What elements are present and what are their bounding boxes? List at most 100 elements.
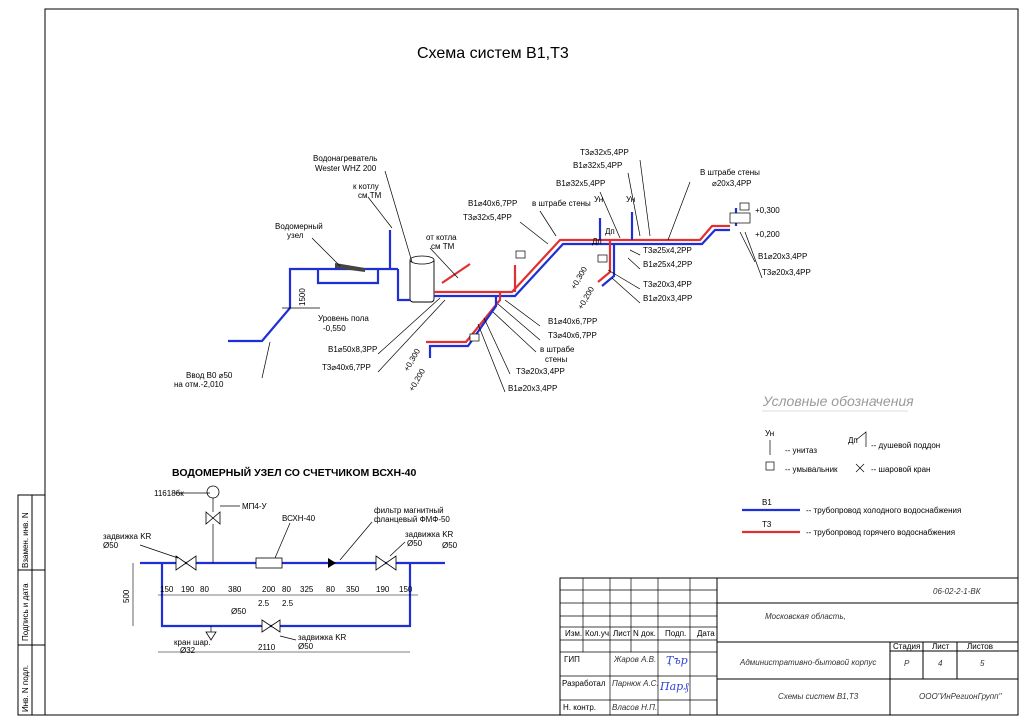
pressure-gauge-symbol xyxy=(206,485,220,499)
cold-to-heater-pipe xyxy=(396,269,410,302)
sink-fixture-4 xyxy=(469,333,480,342)
label-t3-32b: Т3⌀32х5,4РР xyxy=(580,148,629,157)
label-d20: ⌀20х3,4РР xyxy=(712,179,752,188)
cold-riser-shower xyxy=(601,244,616,287)
leader-t3-40b xyxy=(497,303,541,341)
legend-sink-symbol xyxy=(765,461,775,471)
hot-riser-shower xyxy=(597,240,612,283)
legend-valve: -- шаровой кран xyxy=(871,465,930,474)
label-mark-0300a: +0,300 xyxy=(755,206,780,215)
leader-t3-40a xyxy=(377,299,446,373)
label-in-groove: в штрабе xyxy=(540,345,575,354)
label-d50-bottom: Ø50 xyxy=(231,607,247,616)
leader-b1-32b xyxy=(627,172,641,237)
dim-8: 80 xyxy=(326,585,335,594)
label-from-boiler: от котла xyxy=(426,233,457,242)
label-walls: стены xyxy=(545,355,567,364)
label-t3-32a: Т3⌀32х5,4РР xyxy=(463,213,512,222)
leader-b1-50 xyxy=(377,297,441,355)
dim-9: 350 xyxy=(346,585,360,594)
dim-3: 80 xyxy=(200,585,209,594)
dim-10: 190 xyxy=(376,585,390,594)
legend-cold: -- трубопровод холодного водоснабжения xyxy=(806,506,961,515)
legend-toilet: -- унитаз xyxy=(785,446,817,455)
label-b1-32c: В1⌀32х5,4РР xyxy=(556,179,605,188)
dim-25a: 2.5 xyxy=(258,599,270,608)
tb-company: ООО"ИнРегионГрупп" xyxy=(919,692,1003,701)
title-block: Изм. Кол.уч. Лист N док. Подп. Дата 06-0… xyxy=(559,577,1019,716)
legend-shower: -- душевой поддон xyxy=(871,441,940,450)
label-mark-0200b: +0,200 xyxy=(576,285,596,311)
label-gate-left: задвижка KR xyxy=(103,532,152,541)
title-block-frame xyxy=(559,577,1019,716)
legend-hot: -- трубопровод горячего водоснабжения xyxy=(806,528,955,537)
label-b1-40b: В1⌀40х6,7РР xyxy=(548,317,597,326)
label-b1-40a: В1⌀40х6,7РР xyxy=(468,199,517,208)
gate-valve-left xyxy=(175,555,197,571)
label-d50-right: Ø50 xyxy=(407,539,423,548)
leader-t3-25 xyxy=(629,249,641,256)
label-b1-32b: В1⌀32х5,4РР xyxy=(573,161,622,170)
label-shower-code: Дп xyxy=(605,227,615,236)
leader-gate-right xyxy=(389,541,406,557)
water-meter-vskhn xyxy=(255,557,283,569)
tb-region: Московская область, xyxy=(765,612,846,621)
sink-fixture-1 xyxy=(515,250,526,259)
legend-sink: -- умывальник xyxy=(785,465,838,474)
label-b1-20b: В1⌀20х3,4РР xyxy=(643,294,692,303)
leader-from-boiler xyxy=(429,247,459,279)
dim-7: 325 xyxy=(300,585,314,594)
label-t3-20a: Т3⌀20х3,4РР xyxy=(762,268,811,277)
tb-gip-role: ГИП xyxy=(564,655,580,664)
label-toilet-code-2: Ун xyxy=(626,195,635,204)
label-d50-gate-bottom: Ø50 xyxy=(298,642,314,651)
tb-sheets-header: Листов xyxy=(967,642,993,651)
label-inlet-mark: на отм.-2,010 xyxy=(174,380,224,389)
label-heater-model: Wester WHZ 200 xyxy=(315,164,377,173)
leader-gate-left xyxy=(139,544,179,559)
leader-t3-32a xyxy=(519,221,549,245)
tb-dev-role: Разработал xyxy=(562,679,606,688)
dim-4: 380 xyxy=(228,585,242,594)
label-meter: Водомерный xyxy=(275,222,323,231)
label-to-boiler-tm: см ТМ xyxy=(358,191,382,200)
leader-t3-20b xyxy=(607,269,641,290)
leader-t3-32b xyxy=(639,159,651,237)
tb-building: Административно-бытовой корпус xyxy=(739,658,876,667)
label-t3-25: Т3⌀25х4,2РР xyxy=(643,246,692,255)
main-title: Схема систем В1,Т3 xyxy=(417,45,569,62)
leader-inlet xyxy=(261,341,271,379)
label-t3-40b: Т3⌀40х6,7РР xyxy=(548,331,597,340)
tb-gip-name: Жаров А.В. xyxy=(613,655,656,664)
label-dim-500: 500 xyxy=(122,589,131,603)
label-inlet: Ввод В0 ⌀50 xyxy=(186,371,233,380)
leader-vskhn xyxy=(274,522,291,559)
leader-b1-20a xyxy=(739,231,756,263)
leader-filter xyxy=(339,521,373,561)
label-in-wall-groove: в штрабе стены xyxy=(532,199,591,208)
hot-branch-lower xyxy=(426,292,502,344)
label-mark-0200a: +0,200 xyxy=(755,230,780,239)
label-11618: 11618бк xyxy=(154,489,184,498)
dim-2: 190 xyxy=(181,585,195,594)
cold-branch-lower xyxy=(428,296,498,358)
gate-valve-right xyxy=(375,555,397,571)
label-floor-mark: -0,550 xyxy=(323,324,346,333)
hot-from-boiler-pipe xyxy=(441,263,471,284)
water-heater-top xyxy=(409,255,435,265)
tb-ctrl-role: Н. контр. xyxy=(563,703,596,712)
tb-gip-signature: Ҭър xyxy=(666,654,688,667)
tb-header-izm: Изм. xyxy=(565,629,582,638)
label-gate-bottom: задвижка KR xyxy=(298,633,347,642)
label-vskhn: ВСХН-40 xyxy=(282,514,316,523)
dim-1: 150 xyxy=(160,585,174,594)
tb-doc-title: Схемы систем В1,Т3 xyxy=(778,692,859,701)
cold-bypass-pipe xyxy=(316,269,380,285)
meter-node-title: ВОДОМЕРНЫЙ УЗЕЛ СО СЧЕТЧИКОМ ВСХН-40 xyxy=(172,466,416,479)
leader-b1-25 xyxy=(627,257,641,270)
side-sign-date-label: Подпись и дата xyxy=(21,583,30,641)
tb-stage: Р xyxy=(904,659,910,668)
tb-dev-name: Парнюк А.С. xyxy=(612,679,659,688)
